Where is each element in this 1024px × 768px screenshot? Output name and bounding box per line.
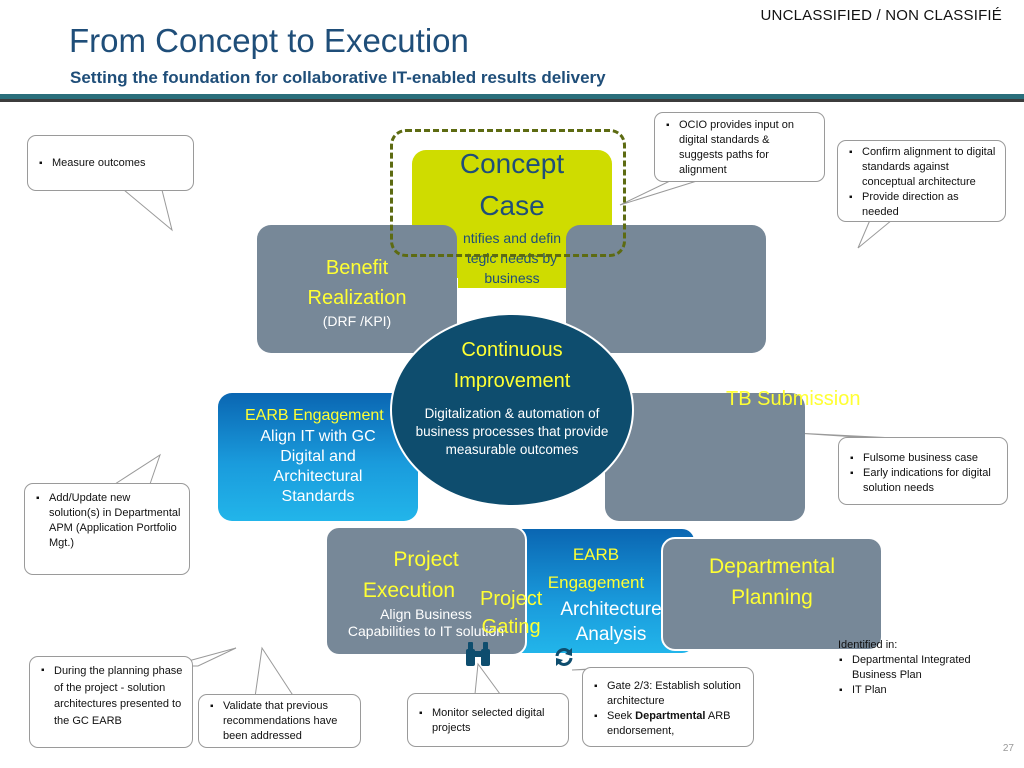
callout-gate-item-2: Seek Departmental ARB endorsement, bbox=[594, 709, 745, 739]
tile-departmental-planning: Departmental Planning bbox=[661, 537, 883, 651]
tile-upper-right bbox=[566, 225, 766, 353]
callout-gate-item-2-suffix: ARB endorsement, bbox=[607, 710, 731, 737]
tile-tb-submission bbox=[605, 393, 805, 521]
concept-case-desc: ntifies and defin tegic needs by busines… bbox=[458, 228, 566, 288]
concept-highlight-frame bbox=[390, 129, 626, 257]
callout-gate-item-2-bold: Departmental bbox=[635, 710, 706, 722]
callout-ocio-item: OCIO provides input on digital standards… bbox=[666, 118, 816, 178]
earb-analysis-desc-1: Architecture bbox=[560, 599, 662, 620]
callout-tail-apm bbox=[113, 453, 161, 485]
callout-tail-ocio bbox=[619, 179, 701, 206]
continuous-improvement-circle: Continuous Improvement Digitalization & … bbox=[390, 313, 634, 507]
page-number: 27 bbox=[1002, 743, 1014, 754]
callout-planning-phase: During the planning phase of the project… bbox=[29, 656, 193, 748]
earb-standards-desc-1: Align IT with GC bbox=[260, 428, 376, 445]
concept-case-title-1: Concept bbox=[459, 150, 565, 179]
continuous-title-1: Continuous bbox=[461, 339, 563, 361]
callout-tail-confirm bbox=[857, 219, 894, 249]
project-execution-desc-1: Align Business bbox=[380, 606, 472, 622]
callout-identified-item-2: IT Plan bbox=[839, 683, 1002, 698]
continuous-title-2: Improvement bbox=[453, 370, 571, 392]
refresh-icon bbox=[555, 648, 573, 666]
classification-label: UNCLASSIFIED / NON CLASSIFIÉ bbox=[760, 7, 1002, 24]
concept-case-desc-1: ntifies and defin bbox=[462, 230, 562, 246]
callout-tail-validate bbox=[254, 646, 295, 698]
callout-gate: Gate 2/3: Establish solution architectur… bbox=[582, 667, 754, 747]
dept-planning-title-1: Departmental bbox=[708, 555, 836, 578]
project-gating-title: Project Gating bbox=[480, 584, 542, 642]
earb-analysis-title-2: Engagement bbox=[547, 573, 645, 592]
earb-standards-desc-3: Architectural bbox=[273, 468, 363, 485]
tile-project-execution: Project Execution Align Business Capabil… bbox=[325, 526, 527, 656]
callout-measure: Measure outcomes bbox=[27, 135, 194, 191]
callout-ocio: OCIO provides input on digital standards… bbox=[654, 112, 825, 182]
callout-fulsome-item-2: Early indications for digital solution n… bbox=[850, 466, 999, 496]
callout-measure-item: Measure outcomes bbox=[39, 156, 185, 171]
callout-identified: Identified in: Departmental Integrated B… bbox=[830, 634, 1010, 706]
earb-analysis-desc-2: Analysis bbox=[575, 624, 647, 645]
tile-benefit-realization: Benefit Realization (DRF /KPI) bbox=[257, 225, 457, 353]
earb-analysis-title-1: EARB bbox=[572, 545, 620, 564]
project-gating-title-1: Project bbox=[480, 588, 543, 610]
callout-apm: Add/Update new solution(s) in Department… bbox=[24, 483, 190, 575]
continuous-desc-2: business processes that provide bbox=[415, 424, 609, 439]
concept-case-title-2: Case bbox=[479, 190, 545, 221]
benefit-title-2: Realization bbox=[307, 287, 407, 309]
callout-confirm: Confirm alignment to digital standards a… bbox=[837, 140, 1006, 222]
callout-identified-item-1: Departmental Integrated Business Plan bbox=[839, 653, 1002, 683]
callout-monitor: Monitor selected digital projects bbox=[407, 693, 569, 747]
callout-apm-item: Add/Update new solution(s) in Department… bbox=[36, 491, 181, 551]
earb-standards-desc-4: Standards bbox=[281, 488, 355, 505]
callout-tail-monitor bbox=[474, 662, 501, 695]
callout-gate-item-2-prefix: Seek bbox=[607, 710, 636, 722]
benefit-subtitle: (DRF /KPI) bbox=[322, 313, 392, 329]
project-execution-desc-2: Capabilities to IT solution bbox=[347, 623, 505, 639]
callout-confirm-item-1: Confirm alignment to digital standards a… bbox=[849, 145, 997, 190]
earb-standards-title: EARB Engagement bbox=[245, 407, 384, 424]
project-execution-title-1: Project bbox=[393, 548, 459, 571]
header-band-teal bbox=[0, 94, 1024, 99]
concept-case-desc-3: business bbox=[484, 270, 540, 286]
page-subtitle: Setting the foundation for collaborative… bbox=[70, 68, 606, 87]
continuous-desc-3: measurable outcomes bbox=[445, 442, 579, 457]
callout-gate-item-1: Gate 2/3: Establish solution architectur… bbox=[594, 679, 745, 709]
callout-confirm-item-2: Provide direction as needed bbox=[849, 190, 997, 220]
callout-validate-item: Validate that previous recommendations h… bbox=[210, 699, 352, 744]
tb-submission-title: TB Submission bbox=[726, 388, 861, 410]
continuous-desc-1: Digitalization & automation of bbox=[424, 406, 600, 421]
callout-planning-phase-item: During the planning phase of the project… bbox=[41, 663, 184, 729]
callout-monitor-item: Monitor selected digital projects bbox=[419, 706, 560, 736]
header-band-dark bbox=[0, 99, 1024, 102]
benefit-title-1: Benefit bbox=[325, 257, 389, 279]
earb-standards-desc-2: Digital and bbox=[280, 448, 356, 465]
project-gating-title-2: Gating bbox=[481, 616, 541, 638]
callout-fulsome: Fulsome business case Early indications … bbox=[838, 437, 1008, 505]
project-execution-title-2: Execution bbox=[362, 579, 456, 602]
callout-fulsome-item-1: Fulsome business case bbox=[850, 451, 999, 466]
callout-identified-heading: Identified in: bbox=[838, 639, 898, 651]
dept-planning-title-2: Planning bbox=[731, 586, 813, 609]
page-title: From Concept to Execution bbox=[69, 22, 469, 59]
binoculars-icon bbox=[466, 642, 490, 666]
tile-earb-standards: EARB Engagement Align IT with GC Digital… bbox=[218, 393, 418, 521]
callout-validate: Validate that previous recommendations h… bbox=[198, 694, 361, 748]
callout-tail-measure bbox=[122, 189, 173, 232]
